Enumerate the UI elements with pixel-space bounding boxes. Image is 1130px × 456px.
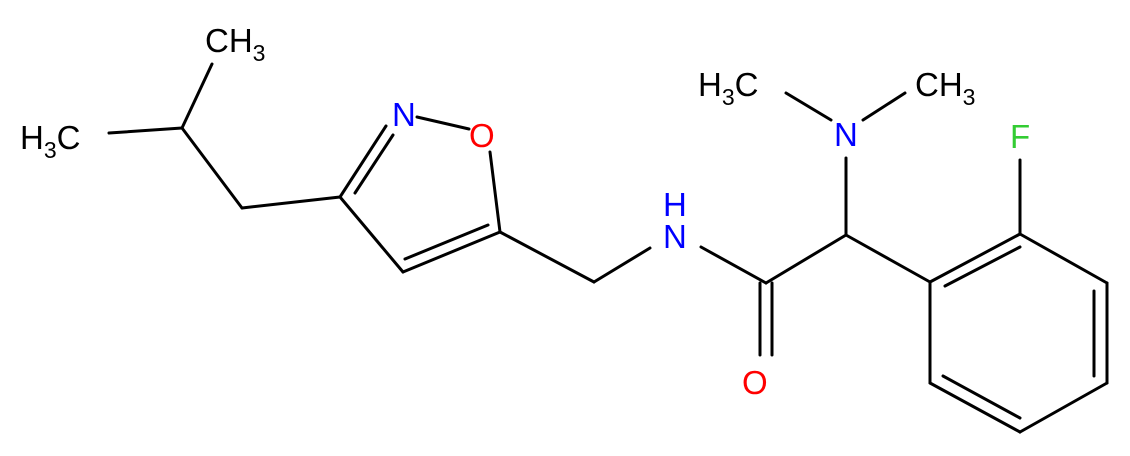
bond-ar1-ar2-inner [943, 245, 1022, 288]
atom-label-n-isoxazole: N [392, 96, 416, 133]
atom-label-o-carbonyl: O [742, 364, 768, 401]
bond-ch2-c3 [240, 195, 342, 210]
bond-ndim-me-right [861, 91, 907, 122]
bond-ar5-ar6 [928, 381, 1022, 434]
bond-c5-c4-double-b [403, 223, 490, 261]
atom-label-ch3-top: CH3 [205, 22, 265, 66]
bond-ca-aryl [844, 233, 932, 284]
atom-label-h3c-left: H3C [20, 119, 80, 163]
bond-ch3-ch [180, 62, 214, 130]
atom-label-nh-h: H [663, 186, 687, 223]
atom-label-h3c-nme: H3C [698, 66, 758, 110]
bond-ch2-nh [592, 246, 652, 284]
atom-labels: CH3 H3C N O H N O N H3C CH3 F [20, 22, 1030, 401]
atom-label-nh-n: N [663, 218, 687, 255]
bond-c5-c4-double-a [401, 230, 502, 274]
bond-nh-co [699, 245, 768, 285]
bond-co-ca [764, 233, 848, 285]
bond-c3-n-double-b [353, 133, 395, 195]
bond-c3-n-double-a [338, 124, 388, 199]
bond-ar5-ar6-inner [941, 374, 1022, 420]
atom-label-fluorine: F [1010, 118, 1030, 155]
bond-ar1-ar2 [928, 232, 1022, 284]
bond-ch-ch2 [180, 126, 244, 210]
bond-ar4-ar5 [1018, 381, 1109, 434]
bond-n-o [415, 115, 471, 131]
atom-label-n-dimethyl: N [834, 116, 858, 153]
bond-ar2-ar3 [1018, 232, 1109, 285]
bond-h3c-ch [107, 126, 184, 135]
bond-c4-c3 [338, 195, 405, 274]
bond-o-c5 [488, 150, 502, 234]
bond-c5-ch2 [498, 230, 596, 284]
bonds [107, 62, 1109, 434]
atom-label-o-isoxazole: O [469, 117, 495, 154]
bond-ndim-me-left [784, 91, 833, 122]
atom-label-ch3-nme: CH3 [915, 66, 975, 110]
